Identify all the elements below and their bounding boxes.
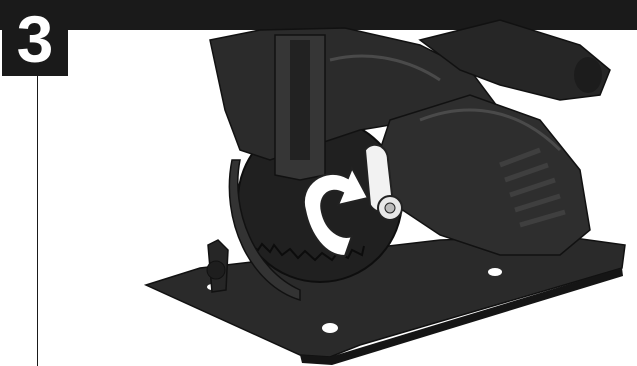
bevel-knob (207, 261, 225, 279)
base-hole (322, 323, 338, 333)
bracket-slot (290, 40, 310, 160)
motor-housing (375, 95, 590, 255)
base-hole (488, 268, 502, 276)
lever-knob-center (385, 203, 395, 213)
handle-end (574, 57, 602, 93)
